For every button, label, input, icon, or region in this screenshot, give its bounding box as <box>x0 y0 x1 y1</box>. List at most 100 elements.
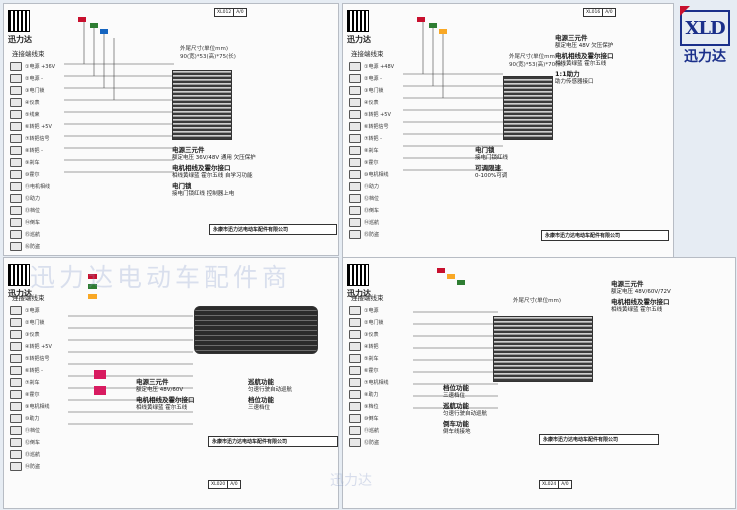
connector-row: ⑧霍尔 <box>10 388 52 400</box>
note-heading: 巡航功能 <box>248 378 274 386</box>
connector-row: ⑨档位 <box>349 400 388 412</box>
connector-row: ⑤转把信号 <box>10 352 52 364</box>
connector-label: ⑭巡航 <box>364 219 380 226</box>
plug-icon <box>349 317 361 327</box>
connector-list: ①电源 +36V ②电源 - ③电门锁 ④仪表 ⑤线束 ⑥转把 +5V ⑦转把信… <box>10 60 55 252</box>
plug-icon <box>349 169 361 179</box>
table-model: XL020 <box>207 480 229 489</box>
wire-harness <box>413 268 498 409</box>
plug-icon <box>349 133 361 143</box>
plug-icon <box>10 181 22 191</box>
connector-label: ⑧助力 <box>364 391 379 398</box>
note-text: 额定电压 48V 欠压保护 <box>555 43 614 49</box>
dimension-label: 外尾尺寸(单位mm) <box>513 298 562 304</box>
plug-icon <box>349 217 361 227</box>
connector-row: ①电源 +48V <box>349 60 394 72</box>
connector-row: ⑯防盗 <box>10 240 55 252</box>
connector-label: ⑮防盗 <box>364 231 380 238</box>
plug-icon <box>10 305 22 315</box>
note-heading: 电门锁 <box>475 146 495 154</box>
plug-icon <box>10 193 22 203</box>
connector-row: ⑭防盗 <box>10 460 52 472</box>
connector-label: ⑦刹车 <box>25 379 40 386</box>
connector-row: ①电源 <box>349 304 388 316</box>
note-heading: 电源三元件 <box>136 378 169 386</box>
connector-label: ⑤转把 +5V <box>364 111 391 118</box>
dimension-value: 90(宽)*53(高)*75(长) <box>180 54 236 60</box>
note-heading: 倒车功能 <box>443 420 469 428</box>
plug-icon <box>10 229 22 239</box>
note-text: 额定电压 36V/48V 通用 欠压保护 <box>172 155 256 161</box>
connector-label: ⑧刹车 <box>364 147 379 154</box>
connector-row: ⑨霍尔 <box>349 156 394 168</box>
plug-icon <box>10 157 22 167</box>
connector-row: ③仪表 <box>349 328 388 340</box>
connector-row: ②电源 - <box>10 72 55 84</box>
table-model: XL024 <box>538 480 560 489</box>
connector-label: ③仪表 <box>364 331 379 338</box>
note-heading: 电机相线及霍尔接口 <box>611 298 670 306</box>
connector-row: ⑩助力 <box>10 412 52 424</box>
note-heading: 档位功能 <box>443 384 469 392</box>
plug-icon <box>349 85 361 95</box>
plug-icon <box>10 425 22 435</box>
brand-label: 迅力达 <box>347 289 371 298</box>
connector-label: ①电源 +48V <box>364 63 395 70</box>
connector-label: ⑤刹车 <box>364 355 379 362</box>
connector-label: ④转把 +5V <box>25 343 52 350</box>
connector-row: ⑪档位 <box>10 424 52 436</box>
plug-icon <box>10 217 22 227</box>
connector-row: ⑩霍尔 <box>10 168 55 180</box>
connector-row: ⑩电机相线 <box>349 168 394 180</box>
notes-panel-lower: 电门锁 接电门锁红线 可调限速 0-100%可调 <box>475 144 575 180</box>
plug-icon <box>10 353 22 363</box>
plug-icon <box>349 181 361 191</box>
brand-label: 迅力达 <box>8 289 32 298</box>
connector-label: ⑬倒车 <box>364 207 380 214</box>
wire-harness <box>68 274 193 425</box>
plug-icon <box>349 305 361 315</box>
connector-row: ⑪电机相线 <box>10 180 55 192</box>
note-text: 相线黄绿蓝 霍尔五线 <box>136 405 188 411</box>
plug-icon <box>10 329 22 339</box>
note-heading: 电机相线及霍尔接口 <box>172 164 231 172</box>
title-block: 永康市迅力达电动车配件有限公司 <box>209 224 337 235</box>
note-text: 倒车线接地 <box>443 429 471 435</box>
connector-label: ④仪表 <box>364 99 379 106</box>
connector-row: ⑭巡航 <box>349 216 394 228</box>
plug-icon <box>349 365 361 375</box>
connector-row: ⑨刹车 <box>10 156 55 168</box>
connector-row: ⑤刹车 <box>349 352 388 364</box>
company-name: 永康市迅力达电动车配件有限公司 <box>213 227 289 233</box>
plug-icon <box>349 121 361 131</box>
connector-row: ①电源 <box>10 304 52 316</box>
plug-icon <box>349 413 361 423</box>
notes-panel: 档位功能 三速档位 巡航功能 匀速行驶自动巡航 倒车功能 倒车线接地 <box>443 382 543 436</box>
connector-list: ①电源 +48V ②电源 - ③电门锁 ④仪表 ⑤转把 +5V ⑥转把信号 ⑦转… <box>349 60 394 240</box>
connector-row: ⑬巡航 <box>10 448 52 460</box>
qr-code-icon <box>8 264 30 286</box>
connector-label: ⑭防盗 <box>25 463 41 470</box>
connector-row: ⑦电机相线 <box>349 376 388 388</box>
connector-row: ②电门锁 <box>10 316 52 328</box>
dimension-label: 外尾尺寸(单位mm) <box>509 54 558 60</box>
note-text: 相线黄绿蓝 霍尔五线 自学习功能 <box>172 173 253 179</box>
connector-label: ⑦转把信号 <box>25 135 50 142</box>
connector-row: ⑮防盗 <box>349 228 394 240</box>
note-text: 三速档位 <box>443 393 466 399</box>
plug-icon <box>349 205 361 215</box>
connector-row: ⑦刹车 <box>10 376 52 388</box>
connector-label: ⑥转把信号 <box>364 123 389 130</box>
plug-icon <box>349 353 361 363</box>
connector-row: ②电门锁 <box>349 316 388 328</box>
connector-label: ③仪表 <box>25 331 40 338</box>
note-heading: 电源三元件 <box>555 34 588 42</box>
note-text: 三速档位 <box>248 405 271 411</box>
connector-label: ⑨刹车 <box>25 159 40 166</box>
wiring-sheet-3: 迅力达 连接端线束 ①电源 ②电门锁 ③仪表 ④转把 +5V ⑤转把信号 ⑥转把… <box>3 257 339 509</box>
connector-label: ⑥转把 +5V <box>25 123 52 130</box>
dimension-label: 外尾尺寸(单位mm) <box>180 46 229 52</box>
notes-panel-right: 电源三元件 额定电压 48V/60V/72V 电机相线及霍尔接口 相线黄绿蓝 霍… <box>611 278 729 314</box>
connector-row: ⑥转把信号 <box>349 120 394 132</box>
table-rev: A/0 <box>558 480 572 489</box>
